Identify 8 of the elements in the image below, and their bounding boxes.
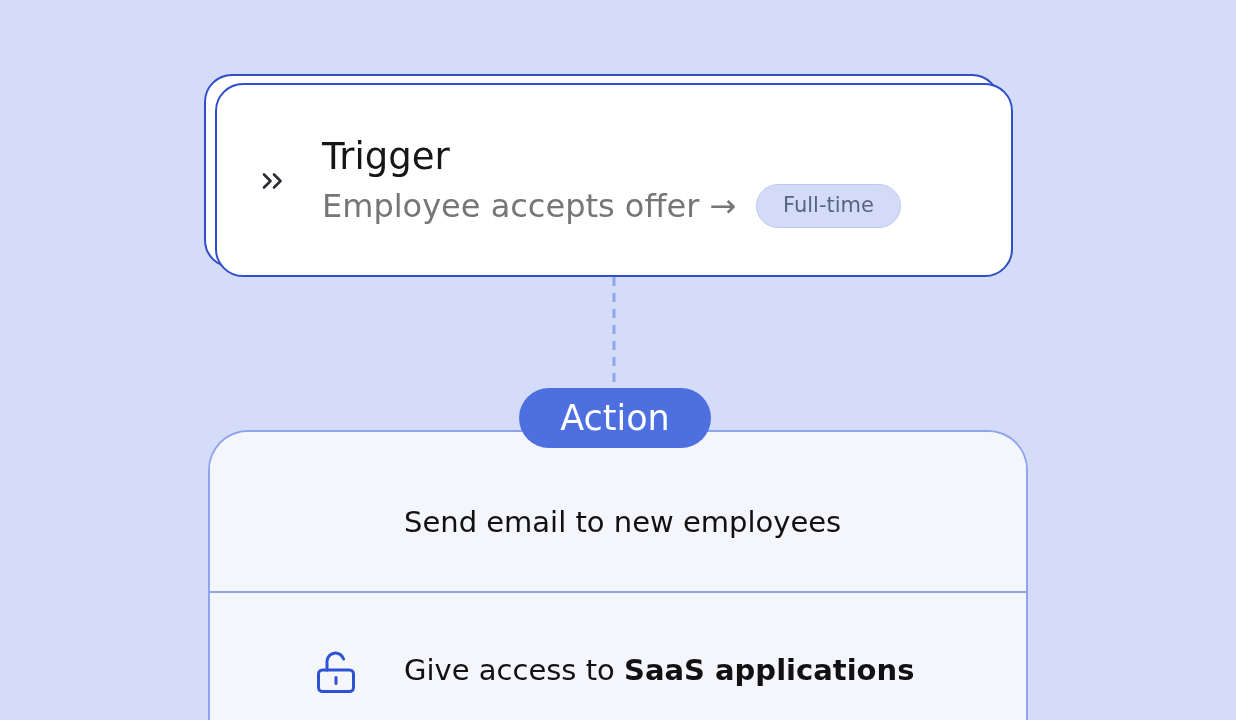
action-text: Send email to new employees <box>404 504 842 540</box>
tag-pill: Full-time <box>756 184 901 228</box>
action-text: Give access to SaaS applications <box>404 652 915 688</box>
trigger-card <box>215 83 1013 277</box>
heading-pill: Action <box>519 388 711 448</box>
list-row <box>210 432 1026 593</box>
card-title: Trigger <box>322 135 450 179</box>
card-subtitle: Employee accepts offer → <box>322 186 737 226</box>
